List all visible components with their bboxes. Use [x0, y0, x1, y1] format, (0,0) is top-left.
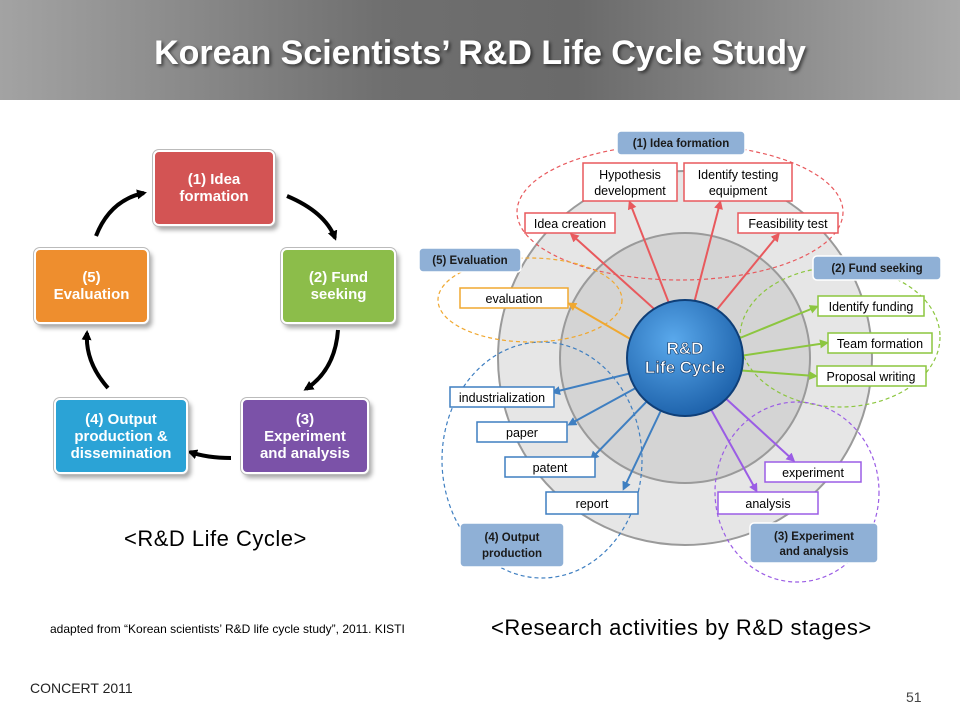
svg-text:(3) Experiment: (3) Experiment: [774, 531, 854, 543]
arrow-feasibility: [709, 232, 780, 319]
svg-text:and analysis: and analysis: [779, 546, 848, 558]
activity-hypothesis-line-2: development: [594, 184, 666, 198]
activity-report: report: [576, 497, 609, 511]
svg-text:(4) Output: (4) Output: [485, 532, 540, 544]
arrow-report: [622, 401, 666, 491]
arrow-identify-funding: [734, 305, 819, 341]
cycle-arrow-2-3: [303, 329, 340, 391]
center-circle: [626, 299, 744, 417]
activity-identify-funding: Identify funding: [829, 300, 914, 314]
source-note: adapted from “Korean scientists’ R&D lif…: [50, 622, 405, 636]
badge-experiment-analysis: [749, 522, 879, 564]
badge-fund-seeking: [812, 255, 942, 281]
arrow-hypothesis: [627, 200, 673, 312]
center-label-line-2: Life Cycle: [645, 358, 725, 377]
activity-hypothesis-line-1: Hypothesis: [599, 168, 661, 182]
activity-experiment: experiment: [782, 466, 844, 480]
arrow-team-formation: [739, 339, 829, 357]
group-outline-evaluation: [437, 257, 623, 343]
cycle-arrow-1-2: [286, 194, 338, 241]
right-caption: <Research activities by R&D stages>: [491, 615, 872, 640]
footer-label: CONCERT 2011: [30, 680, 133, 696]
cycle-arrow-5-1: [94, 189, 147, 237]
page-title: Korean Scientists’ R&D Life Cycle Study: [154, 34, 806, 72]
svg-text:(1) Idea formation: (1) Idea formation: [633, 138, 729, 150]
activity-idea-creation: Idea creation: [534, 217, 606, 231]
badge-evaluation: [418, 247, 522, 273]
center-label-line-1: R&D: [667, 339, 704, 358]
arrow-idea-creation: [569, 232, 663, 317]
cycle-arrow-3-4: [187, 449, 232, 460]
left-caption: <R&D Life Cycle>: [124, 526, 307, 551]
activity-patent: patent: [533, 461, 568, 475]
group-outline-experiment: [714, 401, 880, 583]
activity-testing-equipment-line-1: Identify testing: [698, 168, 779, 182]
badge-output-production: [459, 522, 565, 568]
activity-industrialization: industrialization: [459, 391, 545, 405]
arrow-proposal-writing: [734, 369, 818, 381]
arrow-paper: [567, 383, 644, 426]
badge-idea-formation: [616, 130, 746, 156]
arrow-analysis: [707, 403, 758, 493]
cycle-arrow-4-5: [81, 330, 110, 390]
arrow-evaluation: [567, 302, 633, 341]
arrow-testing-equipment: [691, 200, 723, 312]
activity-proposal-writing: Proposal writing: [827, 370, 916, 384]
arrow-experiment: [721, 394, 796, 463]
activity-feasibility-test: Feasibility test: [748, 217, 828, 231]
arrow-industrialization: [551, 371, 637, 395]
activity-paper: paper: [506, 426, 538, 440]
page-number: 51: [906, 689, 922, 705]
activity-team-formation: Team formation: [837, 337, 923, 351]
activity-testing-equipment-line-2: equipment: [709, 184, 768, 198]
stage-evaluation: (5)Evaluation: [34, 248, 149, 324]
svg-text:production: production: [482, 548, 542, 560]
arrow-patent: [589, 395, 653, 461]
group-outline-output: [441, 341, 643, 579]
activity-analysis: analysis: [745, 497, 790, 511]
svg-text:(5) Evaluation: (5) Evaluation: [432, 255, 507, 267]
activity-evaluation: evaluation: [486, 292, 543, 306]
header-bar: [0, 0, 960, 100]
svg-text:(2) Fund seeking: (2) Fund seeking: [831, 263, 922, 275]
